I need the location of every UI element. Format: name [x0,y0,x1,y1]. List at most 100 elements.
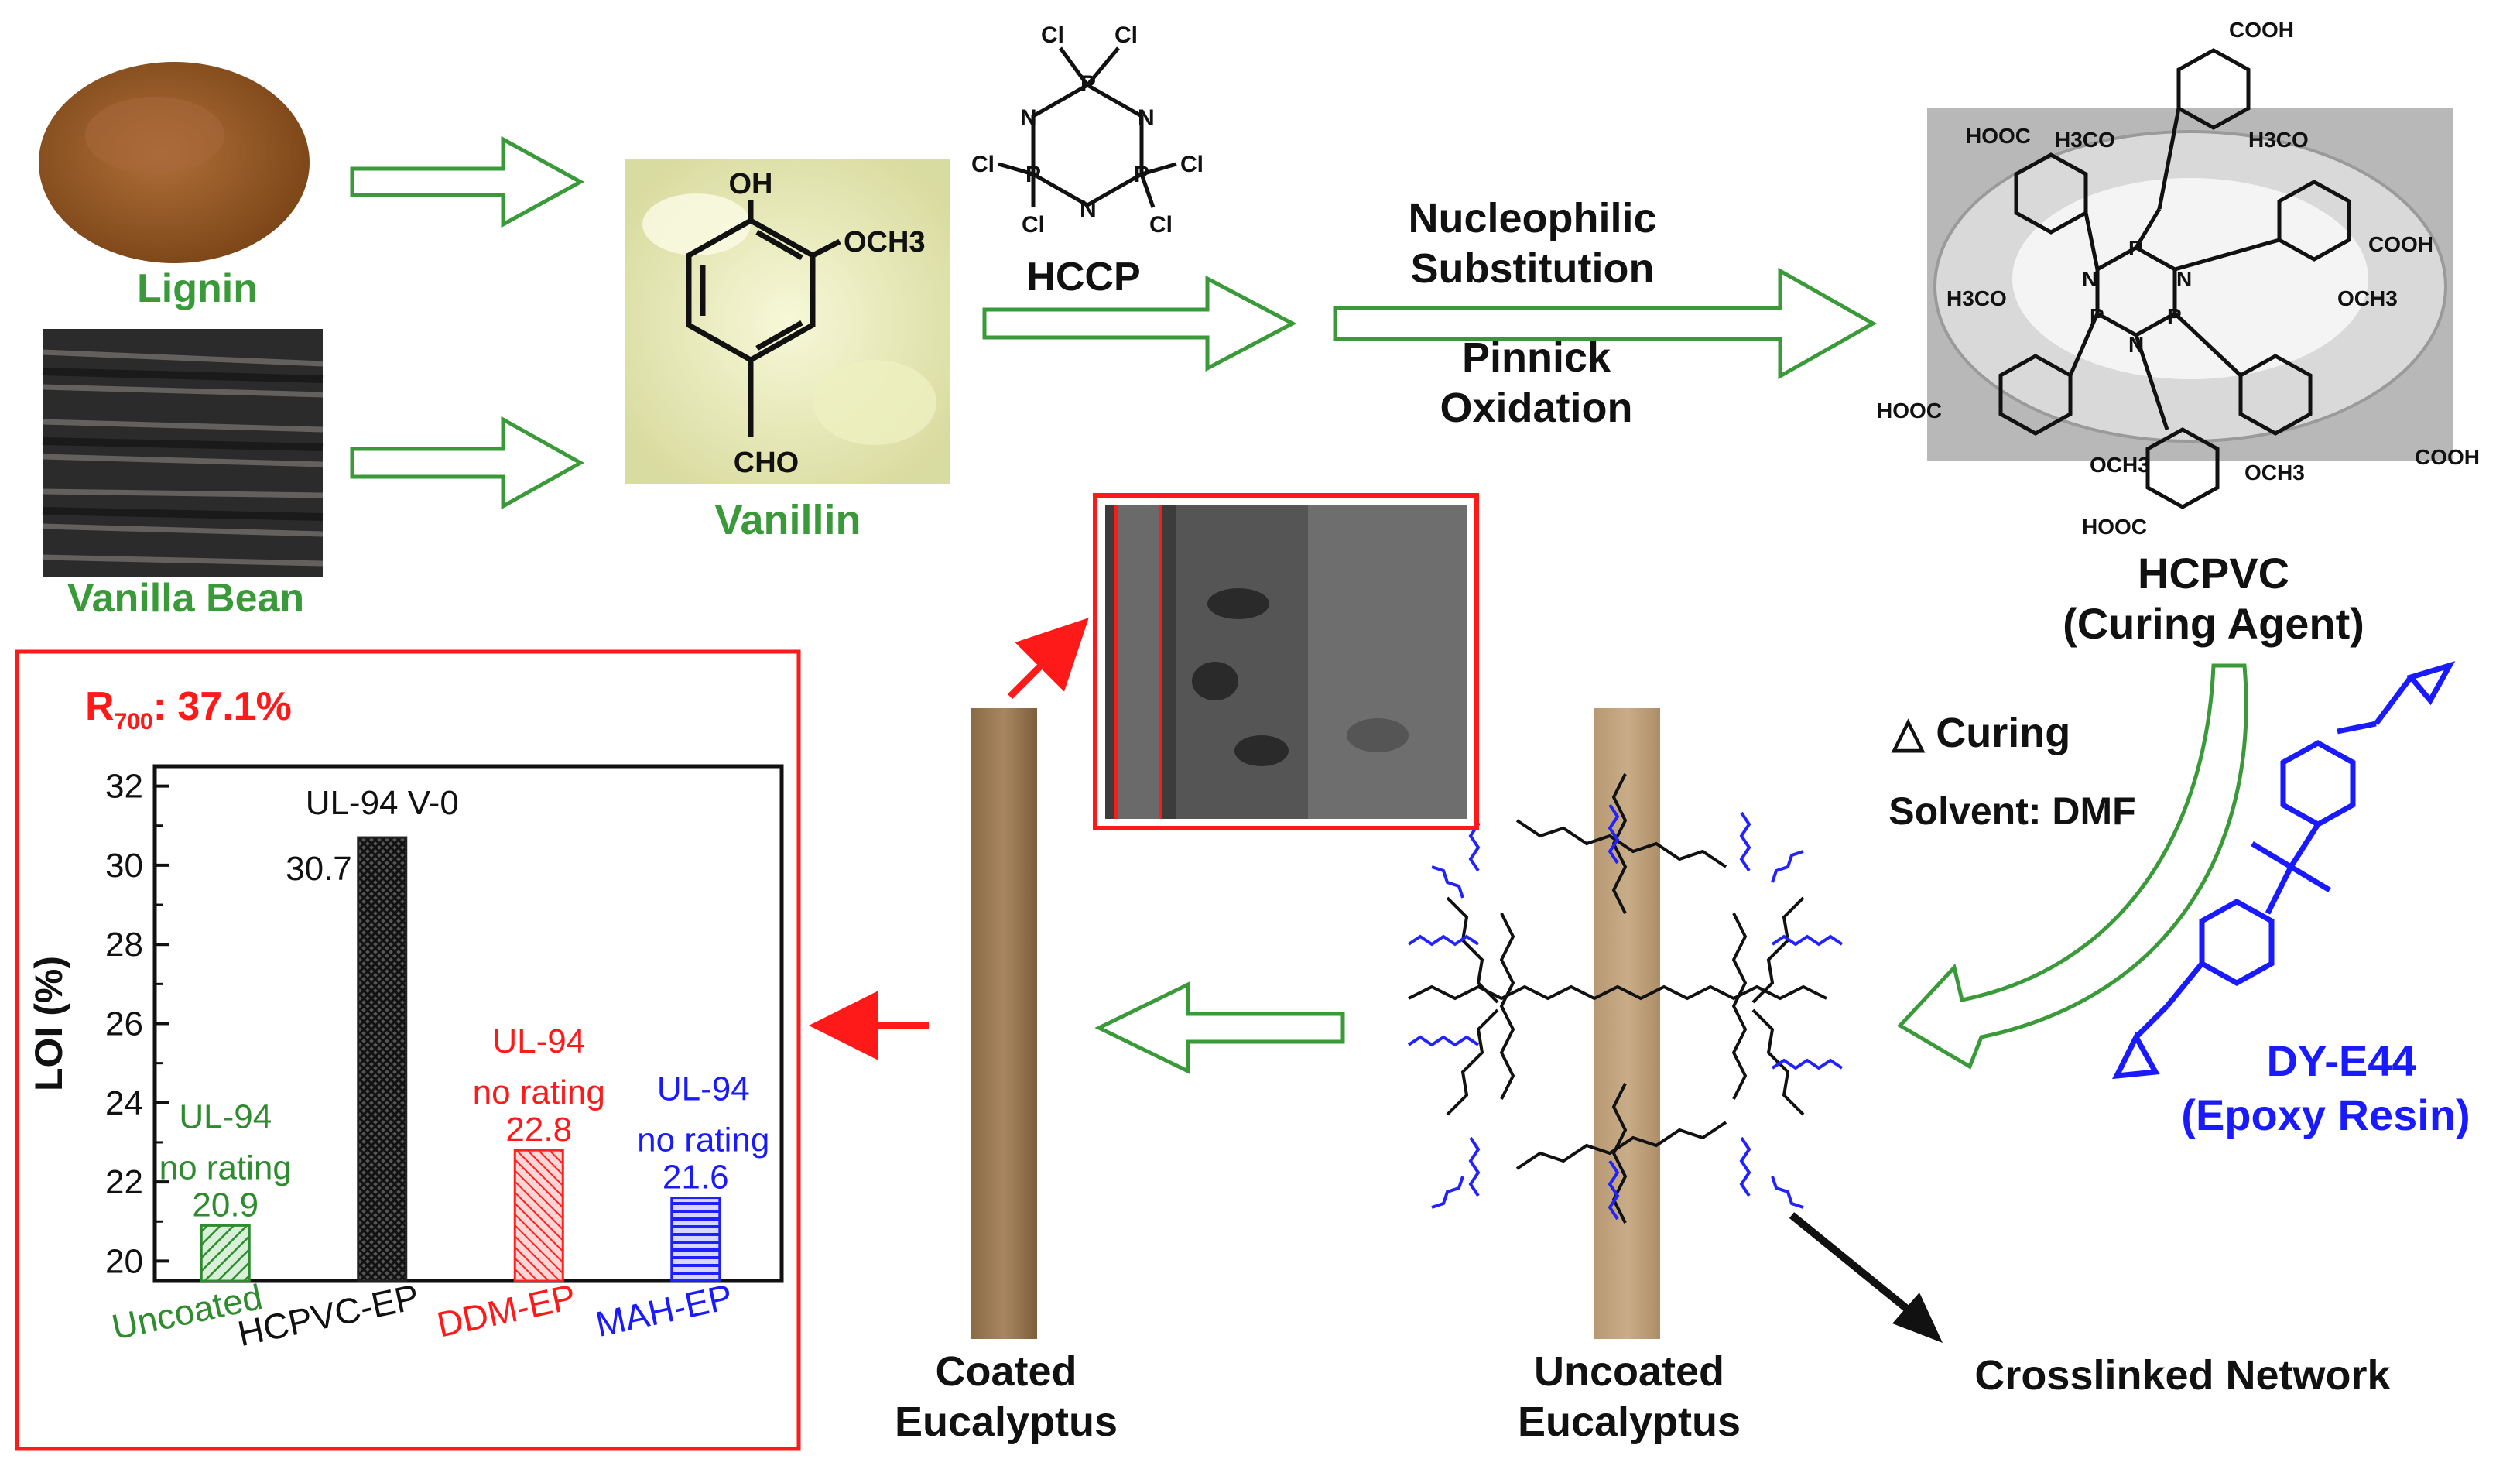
rating-label: UL-94 V-0 [306,784,459,822]
hcpvc-och3-2: OCH3 [2090,453,2150,477]
arrow-to-coated [1094,981,1345,1074]
y-tick-label: 24 [105,1084,143,1122]
hcpvc-n-3: N [2128,333,2144,357]
hcpvc-cooh-3: COOH [2415,445,2480,469]
y-tick-label: 22 [105,1163,143,1201]
bar-uncoated [200,1224,251,1282]
hcpvc-cooh-1: COOH [2229,18,2294,42]
y-tick-label: 28 [105,926,143,964]
epoxy-label: DY-E44 [2267,1036,2416,1085]
hccp-cl-2: Cl [1114,22,1138,48]
sem-image [1093,493,1479,830]
coated-wood-strip [971,708,1037,1339]
hcpvc-p-2: P [2090,304,2104,328]
uncoated-label: Uncoated [1534,1348,1724,1395]
vanillin-structure [686,200,841,437]
solvent-label: Solvent: DMF [1888,789,2135,833]
step-pinnick: Pinnick [1462,334,1611,381]
hccp-cl-4: Cl [1180,152,1204,177]
hccp-cl-5: Cl [1022,212,1045,238]
data-label: 30.7 [286,850,352,888]
y-tick-label: 30 [105,847,143,885]
hccp-p-2: P [1025,162,1041,187]
hccp-n-1: N [1020,105,1037,131]
hcpvc-h3co-1: H3CO [2055,128,2115,152]
data-label: 22.8 [505,1111,572,1149]
arrow-to-sem [1007,618,1089,700]
hcpvc-n-2: N [2176,267,2192,291]
data-label: 21.6 [663,1159,729,1197]
data-label: 20.9 [192,1186,259,1224]
hcpvc-cooh-2: COOH [2368,232,2433,256]
rating-label: no rating [473,1074,605,1111]
hcpvc-och3-1: OCH3 [2337,286,2398,310]
arrow-lignin-to-vanillin [350,135,585,228]
hcpvc-photo [1927,108,2453,461]
hcpvc-hooc-2: HOOC [1877,399,1942,423]
arrow-curing-curve [1897,663,2248,1070]
hcpvc-label: HCPVC [2138,549,2289,598]
y-axis-label: LOI (%) [27,956,70,1091]
rating-label: no rating [159,1149,292,1186]
hcpvc-hooc-1: HOOC [1966,124,2031,148]
hccp-cl-3: Cl [971,152,995,177]
uncoated-sublabel: Eucalyptus [1518,1399,1741,1445]
step-nucleophilic: Nucleophilic [1408,195,1656,241]
curing-label: △ Curing [1891,710,2071,756]
vanillin-oh: OH [729,168,773,200]
rating-label: UL-94 [179,1097,272,1135]
rating-label: no rating [637,1121,769,1159]
hcpvc-h3co-2: H3CO [2248,128,2309,152]
chart-panel [15,649,801,1451]
hcpvc-n-1: N [2082,267,2097,291]
uncoated-wood-strip [1594,708,1660,1339]
bar-ddm-ep [513,1149,564,1282]
rating-label: UL-94 [492,1022,585,1060]
arrow-bean-to-vanillin [350,416,585,510]
y-tick-label: 26 [105,1005,143,1043]
step-oxidation: Oxidation [1440,385,1632,431]
hcpvc-och3-3: OCH3 [2244,461,2305,485]
hcpvc-sublabel: (Curing Agent) [2063,599,2364,648]
hcpvc-hooc-3: HOOC [2082,515,2147,539]
epoxy-sublabel: (Epoxy Resin) [2181,1091,2470,1139]
bar-hcpvc-ep [357,836,408,1282]
hcpvc-structure [1998,48,2351,509]
epoxy-structure [2112,661,2456,1080]
step-substitution: Substitution [1411,245,1655,292]
lignin-label: Lignin [137,266,258,311]
arrow-head-network [1892,1293,1943,1343]
hccp-structure [998,46,1177,208]
hccp-n-2: N [1138,105,1155,131]
hcpvc-p-3: P [2167,304,2182,328]
hccp-p-1: P [1080,71,1096,97]
coated-label: Coated [935,1348,1077,1395]
rating-label: UL-94 [657,1070,750,1108]
y-tick-label: 32 [105,768,143,806]
vanillin-label: Vanillin [714,497,861,543]
hccp-cl-6: Cl [1149,212,1173,238]
crosslinked-label: Crosslinked Network [1974,1352,2391,1399]
arrow-vanillin-to-hcpvc-1 [982,275,1297,372]
hccp-n-3: N [1080,197,1097,222]
y-tick-label: 20 [105,1242,143,1280]
vanillin-och3: OCH3 [844,226,926,259]
hccp-p-3: P [1134,162,1149,187]
arrow-to-network-label [1789,1212,1919,1319]
bar-mah-ep [670,1197,721,1282]
hcpvc-h3co-3: H3CO [1946,286,2007,310]
crosslinked-network [1407,773,1844,1224]
vanilla-bean-photo [42,329,324,577]
hcpvc-p-1: P [2128,236,2143,260]
lignin-photo [35,19,325,279]
hccp-label: HCCP [1026,255,1140,300]
vanillin-cho: CHO [734,447,799,479]
vanilla-bean-label: Vanilla Bean [67,576,304,621]
arrow-vanillin-to-hcpvc-2 [1333,267,1878,380]
r700-annotation: R700: 37.1% [85,684,292,734]
coated-sublabel: Eucalyptus [895,1399,1118,1445]
hccp-cl-1: Cl [1041,22,1064,48]
vanillin-photo [625,159,950,484]
